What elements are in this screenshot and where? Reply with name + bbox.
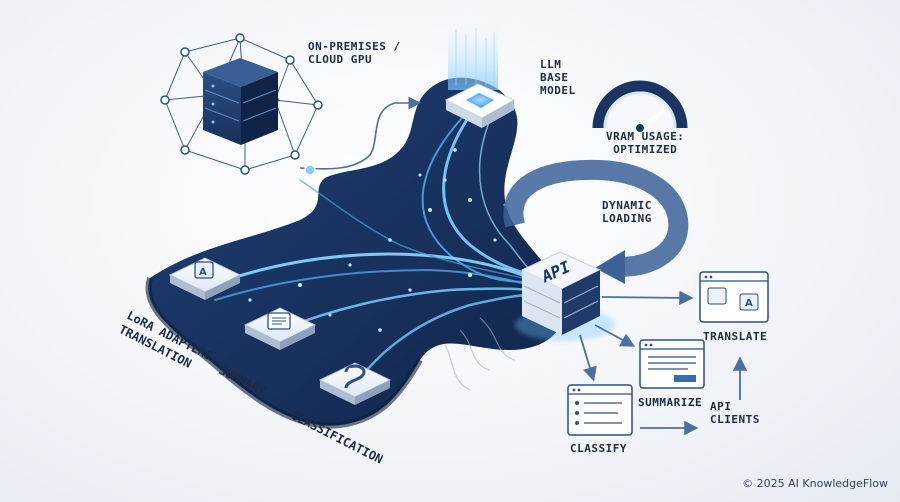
- svg-text:A: A: [199, 267, 207, 278]
- api-clients-line2: CLIENTS: [710, 413, 760, 426]
- vram-gauge-icon: [592, 80, 688, 132]
- flow-surface: [148, 77, 564, 426]
- summarize-label: SUMMARIZE: [638, 396, 703, 409]
- summary-adapter-tile: [243, 307, 317, 350]
- vram-label-line2: OPTIMIZED: [613, 143, 678, 156]
- svg-text:A: A: [745, 298, 753, 309]
- dynamic-label-line1: DYNAMIC: [602, 199, 652, 212]
- api-clients-label: API CLIENTS: [710, 400, 760, 426]
- translate-label: TRANSLATE: [703, 330, 768, 343]
- api-server-icon: [515, 251, 615, 341]
- flow-surface-edge: [145, 277, 423, 429]
- base-model-line2: BASE: [540, 71, 569, 84]
- classification-adapter-tile: [318, 362, 392, 405]
- translate-client-window: A: [699, 271, 769, 323]
- base-model-line3: MODEL: [540, 84, 576, 97]
- dynamic-loading-label: DYNAMIC LOADING: [602, 199, 652, 225]
- summarize-client-window: [639, 339, 705, 389]
- translation-adapter-tile: A: [168, 257, 242, 300]
- infra-label-line1: ON-PREMISES /: [308, 40, 401, 53]
- light-particles: [248, 148, 507, 332]
- base-model-line1: LLM: [540, 58, 562, 71]
- copyright-notice: © 2025 AI KnowledgeFlow: [742, 477, 888, 490]
- light-streams: [198, 113, 532, 387]
- classify-client-window: [567, 384, 633, 436]
- classify-label: CLASSIFY: [570, 442, 627, 455]
- connector-node: [304, 164, 316, 176]
- base-model-label: LLM BASE MODEL: [540, 58, 576, 97]
- vram-label: VRAM USAGE: OPTIMIZED: [606, 130, 684, 156]
- beam-lines: [455, 28, 495, 85]
- decorative-strokes: [444, 317, 516, 391]
- dynamic-loading-arrowhead: [595, 250, 625, 284]
- infra-label-line2: CLOUD GPU: [308, 53, 373, 66]
- server-icon: [203, 58, 278, 145]
- infra-label: ON-PREMISES / CLOUD GPU: [308, 40, 401, 66]
- server-connector: [299, 96, 422, 170]
- dynamic-loading-arrow: [503, 159, 689, 277]
- llm-base-model-chip: [444, 83, 516, 128]
- vram-label-line1: VRAM USAGE:: [606, 130, 685, 143]
- api-clients-line1: API: [710, 400, 732, 413]
- output-arrows: [579, 290, 748, 436]
- dynamic-label-line2: LOADING: [602, 212, 652, 225]
